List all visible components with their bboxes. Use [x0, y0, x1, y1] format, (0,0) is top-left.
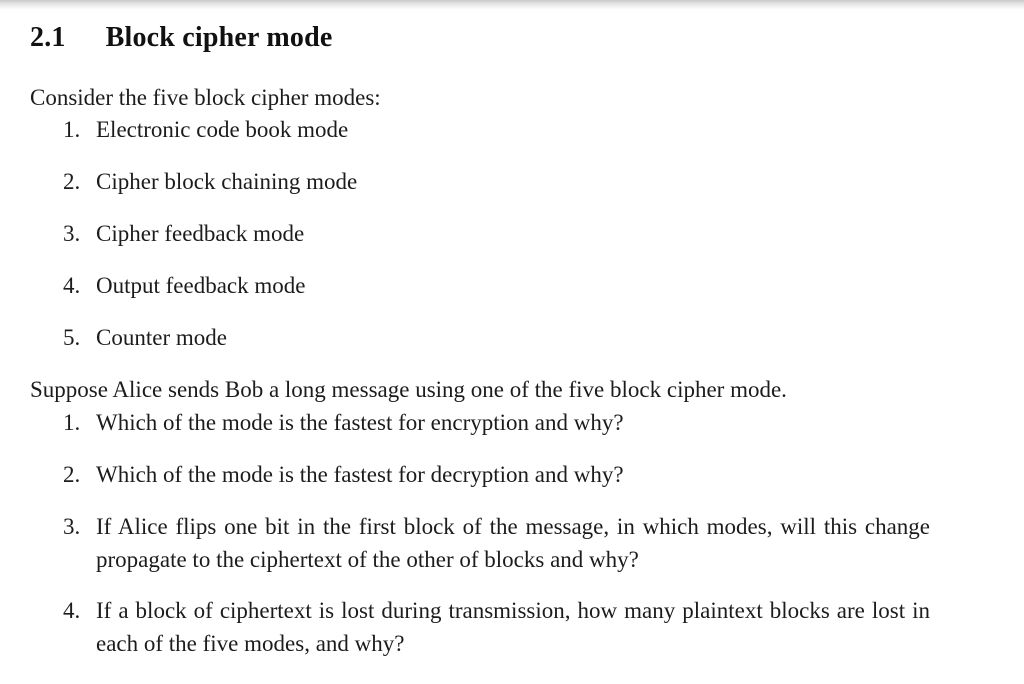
section-heading: 2.1 Block cipher mode: [30, 18, 930, 58]
list-item: 2. Cipher block chaining mode: [30, 166, 930, 199]
list-item: 1. Electronic code book mode: [30, 114, 930, 147]
list-item-text: Cipher block chaining mode: [96, 169, 358, 195]
list-item: 4. Output feedback mode: [30, 270, 930, 303]
cipher-modes-list: 1. Electronic code book mode 2. Cipher b…: [30, 114, 930, 355]
questions-list: 1. Which of the mode is the fastest for …: [30, 407, 930, 661]
list-item-number: 1.: [63, 410, 81, 436]
section-title: Block cipher mode: [105, 22, 333, 53]
list-item: 1. Which of the mode is the fastest for …: [30, 407, 930, 440]
list-item-number: 4.: [63, 598, 81, 624]
list-item-number: 2.: [63, 462, 81, 488]
list-item: 4. If a block of ciphertext is lost duri…: [30, 595, 930, 660]
list-item-text: If a block of ciphertext is lost during …: [96, 598, 930, 657]
list-item: 5. Counter mode: [30, 322, 930, 355]
list-item-number: 3.: [63, 221, 81, 247]
list-item-text: Output feedback mode: [96, 273, 306, 299]
list-item: 2. Which of the mode is the fastest for …: [30, 459, 930, 492]
list-item-text: If Alice flips one bit in the first bloc…: [96, 514, 930, 572]
intro-paragraph: Consider the five block cipher modes:: [30, 84, 381, 110]
list-item: 3. Cipher feedback mode: [30, 218, 930, 251]
middle-paragraph: Suppose Alice sends Bob a long message u…: [30, 377, 787, 403]
list-item-text: Cipher feedback mode: [96, 221, 305, 247]
list-item-text: Counter mode: [96, 325, 227, 351]
list-item-text: Which of the mode is the fastest for dec…: [96, 462, 624, 488]
list-item-number: 4.: [63, 273, 81, 299]
document-page: 2.1 Block cipher mode Consider the five b…: [0, 10, 1024, 661]
section-number: 2.1: [30, 22, 66, 53]
list-item-number: 2.: [63, 169, 81, 195]
list-item-number: 1.: [63, 117, 81, 143]
list-item-text: Electronic code book mode: [96, 117, 349, 143]
list-item-text: Which of the mode is the fastest for enc…: [96, 410, 624, 436]
list-item: 3. If Alice flips one bit in the first b…: [30, 511, 930, 576]
screenshot-top-edge: [0, 0, 1024, 10]
list-item-number: 3.: [63, 514, 81, 540]
list-item-number: 5.: [63, 325, 81, 351]
